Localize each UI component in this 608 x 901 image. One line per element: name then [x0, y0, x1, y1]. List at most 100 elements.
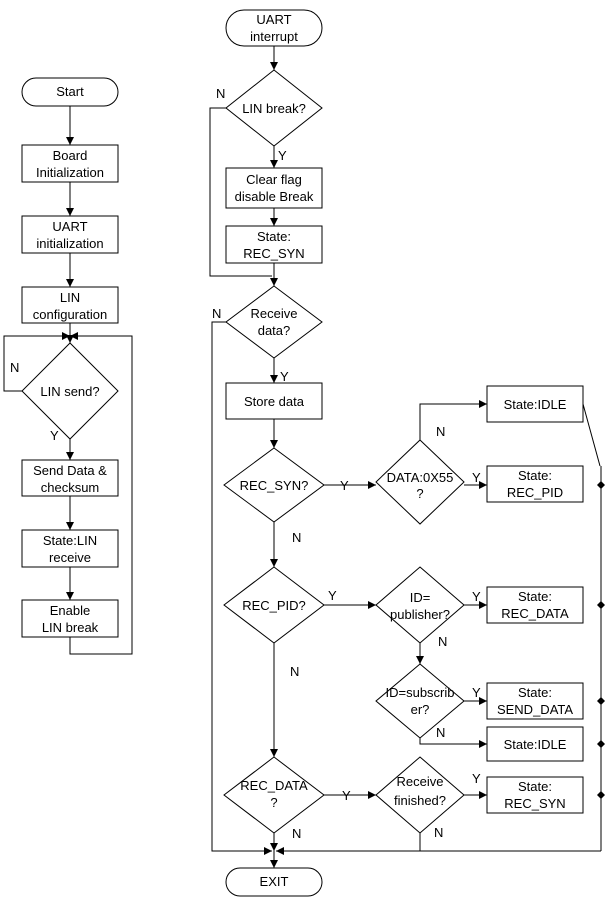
store-data-label: Store data [244, 394, 305, 409]
id-subscriber-no-label: N [436, 725, 445, 740]
board-init-box: Board Initialization [21, 144, 119, 183]
receive-data-decision: Receive data? [225, 285, 323, 359]
rec-pid-q-label: REC_PID? [242, 598, 306, 613]
id-subscriber-line2: er? [411, 702, 430, 717]
id-publisher-yes-label: Y [472, 589, 481, 604]
lin-break-no-label: N [216, 86, 225, 101]
edge-data-0x55-no [419, 403, 487, 440]
data-0x55-decision: DATA:0X55 ? [375, 439, 465, 525]
state-rec-pid-box: State: REC_PID [486, 465, 584, 503]
data-0x55-yes-label: Y [472, 470, 481, 485]
receive-finished-yes-label: Y [472, 771, 481, 786]
id-subscriber-yes-label: Y [472, 685, 481, 700]
uart-interrupt-line1: UART [256, 12, 291, 27]
edge-loop-back [69, 335, 133, 655]
state-rec-syn-line1: State: [257, 229, 291, 244]
data-0x55-no-label: N [436, 424, 445, 439]
receive-data-yes-label: Y [280, 369, 289, 384]
id-publisher-no-label: N [438, 634, 447, 649]
lin-config-box: LIN configuration [21, 286, 119, 324]
state-lin-receive-line1: State:LIN [43, 533, 97, 548]
rec-data-q-line2: ? [270, 795, 277, 810]
edge-to-bus [582, 403, 601, 467]
receive-finished-decision: Receive finished? [375, 756, 465, 834]
state-idle-box-2: State:IDLE [486, 726, 584, 762]
data-0x55-line1: DATA:0X55 [387, 470, 454, 485]
start-terminal: Start [21, 77, 119, 107]
lin-send-label: LIN send? [40, 384, 99, 399]
rec-pid-no-label: N [290, 664, 299, 679]
lin-config-line2: configuration [33, 307, 107, 322]
state-idle-box-1: State:IDLE [486, 385, 584, 423]
enable-lin-break-box: Enable LIN break [21, 599, 119, 638]
edge-id-subscriber-no [419, 738, 487, 745]
state-rec-data-box: State: REC_DATA [486, 586, 584, 624]
left-flowchart: Start Board Initialization UART initiali… [3, 77, 133, 655]
id-publisher-decision: ID= publisher? [375, 566, 465, 644]
edge-receive-data-no [211, 321, 272, 852]
lin-send-no-label: N [10, 360, 19, 375]
receive-finished-no-label: N [434, 825, 443, 840]
receive-finished-line2: finished? [394, 793, 446, 808]
send-data-line1: Send Data & [33, 463, 107, 478]
state-rec-data-line2: REC_DATA [501, 606, 569, 621]
state-idle-2-label: State:IDLE [504, 737, 567, 752]
state-rec-syn-2-line1: State: [518, 779, 552, 794]
state-rec-syn-line2: REC_SYN [243, 246, 304, 261]
rec-pid-yes-label: Y [328, 588, 337, 603]
rec-pid-decision: REC_PID? [223, 566, 325, 644]
clear-flag-box: Clear flag disable Break [225, 167, 323, 209]
state-rec-pid-line1: State: [518, 468, 552, 483]
state-rec-syn-box: State: REC_SYN [225, 225, 323, 264]
uart-interrupt-line2: interrupt [250, 29, 298, 44]
rec-syn-q-label: REC_SYN? [240, 478, 309, 493]
rec-data-decision: REC_DATA ? [223, 756, 325, 834]
uart-init-line2: initialization [36, 236, 103, 251]
receive-data-line2: data? [258, 323, 291, 338]
clear-flag-line2: disable Break [235, 189, 314, 204]
lin-break-decision: LIN break? [225, 69, 323, 147]
state-lin-receive-line2: receive [49, 550, 91, 565]
store-data-box: Store data [225, 382, 323, 420]
receive-data-line1: Receive [251, 306, 298, 321]
right-flowchart: UART interrupt LIN break? N Y Clear flag… [209, 9, 605, 897]
lin-break-label: LIN break? [242, 101, 306, 116]
rec-data-no-label: N [292, 826, 301, 841]
state-send-data-line2: SEND_DATA [497, 702, 573, 717]
state-send-data-box: State: SEND_DATA [486, 682, 584, 720]
lin-config-line1: LIN [60, 290, 80, 305]
edge-no-loop [3, 335, 70, 392]
send-data-line2: checksum [41, 480, 100, 495]
state-lin-receive-box: State:LIN receive [21, 529, 119, 568]
send-data-box: Send Data & checksum [21, 459, 119, 497]
receive-finished-line1: Receive [397, 774, 444, 789]
state-rec-pid-line2: REC_PID [507, 485, 563, 500]
id-publisher-line2: publisher? [390, 607, 450, 622]
rec-syn-no-label: N [292, 530, 301, 545]
rec-data-yes-label: Y [342, 788, 351, 803]
state-rec-syn-2-line2: REC_SYN [504, 796, 565, 811]
state-send-data-line1: State: [518, 685, 552, 700]
uart-interrupt-terminal: UART interrupt [225, 9, 323, 47]
clear-flag-line1: Clear flag [246, 172, 302, 187]
uart-init-line1: UART [52, 219, 87, 234]
state-rec-data-line1: State: [518, 589, 552, 604]
lin-break-yes-label: Y [278, 148, 287, 163]
edge-lin-break-no [209, 107, 272, 277]
exit-terminal: EXIT [225, 867, 323, 897]
data-0x55-line2: ? [416, 486, 423, 501]
lin-send-decision: LIN send? [21, 342, 119, 440]
rec-syn-yes-label: Y [340, 478, 349, 493]
exit-label: EXIT [260, 874, 289, 889]
id-subscriber-decision: ID=subscrib er? [375, 663, 465, 739]
receive-data-no-label: N [212, 306, 221, 321]
board-init-line1: Board [53, 148, 88, 163]
state-idle-1-label: State:IDLE [504, 397, 567, 412]
lin-send-yes-label: Y [50, 428, 59, 443]
start-label: Start [56, 84, 84, 99]
board-init-line2: Initialization [36, 165, 104, 180]
state-rec-syn-box-2: State: REC_SYN [486, 776, 584, 814]
rec-data-q-line1: REC_DATA [240, 778, 308, 793]
rec-syn-decision: REC_SYN? [223, 447, 325, 523]
